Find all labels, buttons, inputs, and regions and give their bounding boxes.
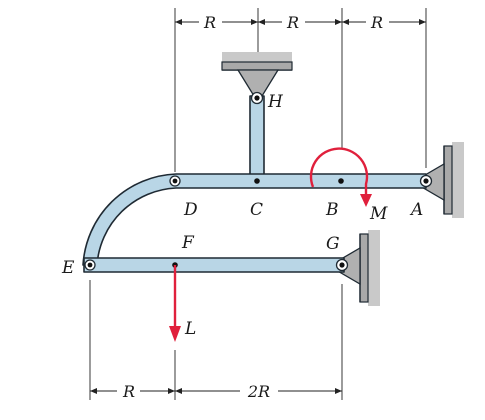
label-c: C <box>250 200 263 220</box>
label-f: F <box>181 233 195 253</box>
label-d: D <box>183 200 198 220</box>
pin-a <box>419 174 433 188</box>
member-hc <box>249 95 265 181</box>
dim-top-1: R <box>203 13 216 32</box>
label-e: E <box>61 258 75 278</box>
moment-m <box>309 147 372 207</box>
label-m: M <box>369 204 388 224</box>
point-b <box>338 178 344 184</box>
pin-d <box>169 175 181 187</box>
pin-e <box>84 259 96 271</box>
dim-bottom-1: R <box>122 382 135 401</box>
pin-g <box>335 258 349 272</box>
dim-bottom-2: 2R <box>247 382 270 401</box>
load-l <box>169 265 181 342</box>
dim-top-3: R <box>370 13 383 32</box>
dim-top-2: R <box>286 13 299 32</box>
ceiling-support <box>221 52 293 97</box>
member-lower-eg <box>83 257 345 273</box>
bottom-dimension: R 2R <box>89 280 343 401</box>
label-a: A <box>409 200 423 220</box>
top-dimension: R R R <box>174 8 427 172</box>
label-l: L <box>184 319 196 339</box>
label-h: H <box>267 92 284 112</box>
label-b: B <box>325 200 339 220</box>
point-c <box>254 178 260 184</box>
pin-h <box>250 91 264 105</box>
label-g: G <box>326 234 340 254</box>
